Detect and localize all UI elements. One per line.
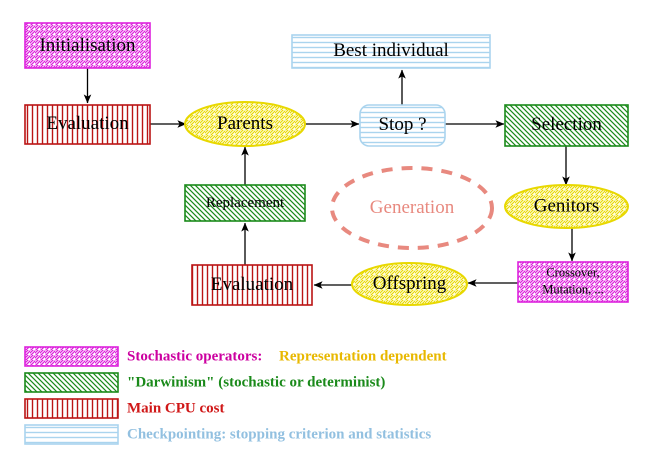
node-label-crossover-line1: Crossover, — [546, 265, 599, 279]
node-offspring[interactable]: Offspring — [351, 262, 468, 306]
legend-swatch-blue — [24, 424, 119, 445]
node-best-individual[interactable]: Best individual — [291, 34, 491, 69]
node-label-parents: Parents — [217, 113, 273, 134]
node-label-genitors: Genitors — [534, 195, 599, 216]
node-selection[interactable]: Selection — [504, 104, 629, 147]
node-label-evaluation-bottom: Evaluation — [211, 274, 294, 295]
node-label-best-individual: Best individual — [333, 40, 449, 61]
node-label-offspring: Offspring — [373, 273, 447, 294]
node-parents[interactable]: Parents — [184, 101, 306, 147]
legend: Stochastic operators: Representation dep… — [24, 346, 447, 445]
legend-swatch-red — [24, 398, 119, 419]
legend-label-stochastic: Stochastic operators: — [127, 348, 262, 364]
node-label-generation: Generation — [370, 197, 455, 218]
edges-layer — [83, 68, 576, 289]
node-label-initialisation: Initialisation — [39, 35, 136, 56]
node-label-stop: Stop ? — [378, 114, 426, 135]
node-label-selection: Selection — [531, 114, 602, 135]
legend-label-checkpointing: Checkpointing: stopping criterion and st… — [127, 426, 431, 442]
legend-swatch-green — [24, 372, 119, 393]
node-generation: Generation — [330, 166, 494, 250]
legend-item-stochastic: Stochastic operators: Representation dep… — [24, 346, 447, 367]
node-crossover[interactable]: Crossover, Mutation, ... — [517, 261, 629, 303]
node-initialisation[interactable]: Initialisation — [24, 22, 151, 69]
legend-swatch-magenta — [24, 346, 119, 367]
legend-item-cpu: Main CPU cost — [24, 398, 225, 419]
node-replacement[interactable]: Replacement — [184, 184, 306, 222]
node-evaluation-top[interactable]: Evaluation — [24, 104, 151, 145]
node-label-replacement: Replacement — [206, 195, 285, 211]
legend-label-representation: Representation dependent — [279, 348, 447, 364]
node-evaluation-bottom[interactable]: Evaluation — [191, 264, 313, 306]
legend-label-darwinism: "Darwinism" (stochastic or determinist) — [127, 374, 385, 390]
legend-item-checkpointing: Checkpointing: stopping criterion and st… — [24, 424, 431, 445]
node-genitors[interactable]: Genitors — [504, 184, 629, 229]
node-label-crossover-line2: Mutation, ... — [542, 282, 603, 296]
node-label-evaluation-top: Evaluation — [46, 113, 129, 134]
legend-item-darwinism: "Darwinism" (stochastic or determinist) — [24, 372, 385, 393]
node-stop[interactable]: Stop ? — [359, 104, 446, 147]
legend-label-cpu: Main CPU cost — [127, 400, 225, 416]
